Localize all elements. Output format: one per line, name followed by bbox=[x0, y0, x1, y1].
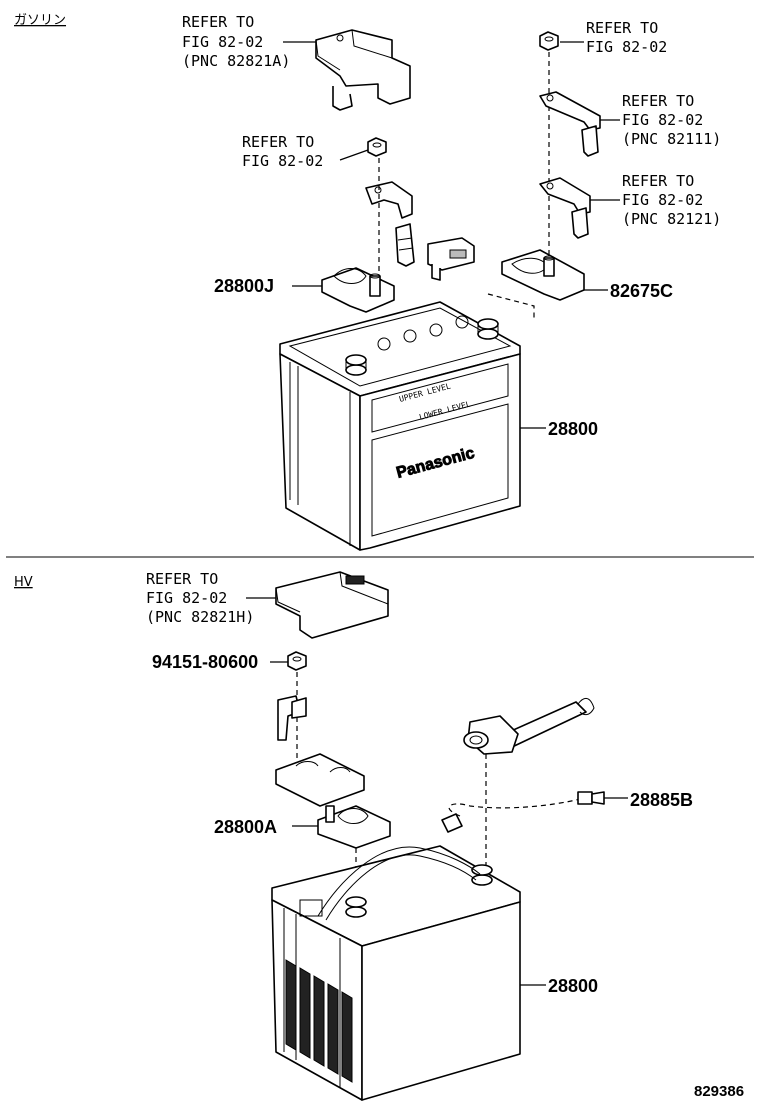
nut-94151-80600 bbox=[287, 651, 307, 671]
part-number-82675c: 82675C bbox=[610, 281, 673, 301]
callout-82121-line1: REFER TO bbox=[622, 172, 694, 190]
callout-top-cover-line2: FIG 82-02 bbox=[182, 33, 263, 51]
battery-cable-hv bbox=[463, 698, 595, 755]
callout-28800j: 28800J bbox=[214, 276, 322, 296]
callout-top-cover-line1: REFER TO bbox=[182, 13, 254, 31]
battery-terminal-cover-top bbox=[315, 29, 411, 111]
callout-82111-line2: FIG 82-02 bbox=[622, 111, 703, 129]
callout-82121-line3: (PNC 82121) bbox=[622, 210, 721, 228]
callout-82111: REFER TO FIG 82-02 (PNC 82111) bbox=[600, 92, 721, 148]
section-label-gasoline: ガソリン bbox=[14, 13, 66, 28]
part-number-28800j: 28800J bbox=[214, 276, 274, 296]
terminal-bracket-hv bbox=[275, 695, 365, 807]
callout-battery-top: 28800 bbox=[520, 419, 598, 439]
battery-28800-top bbox=[279, 301, 521, 551]
terminal-clamp-bracket-top-left bbox=[365, 181, 415, 267]
callout-82111-line3: (PNC 82111) bbox=[622, 130, 721, 148]
part-number-28800a: 28800A bbox=[214, 817, 277, 837]
nut-top-left bbox=[367, 137, 387, 157]
callout-hv-cover-line1: REFER TO bbox=[146, 570, 218, 588]
callout-nut-left-line1: REFER TO bbox=[242, 133, 314, 151]
part-number-28800-top: 28800 bbox=[548, 419, 598, 439]
part-number-28800-hv: 28800 bbox=[548, 976, 598, 996]
part-number-94151-80600: 94151-80600 bbox=[152, 652, 258, 672]
callout-nut-left-line2: FIG 82-02 bbox=[242, 152, 323, 170]
callout-top-cover: REFER TO FIG 82-02 (PNC 82821A) bbox=[182, 13, 316, 70]
vent-hose-28885b bbox=[441, 791, 605, 833]
callout-nut-left: REFER TO FIG 82-02 bbox=[242, 133, 369, 170]
terminal-28800a bbox=[317, 805, 391, 849]
callout-nut-right: REFER TO FIG 82-02 bbox=[560, 19, 667, 56]
callout-82121-line2: FIG 82-02 bbox=[622, 191, 703, 209]
bracket-82121 bbox=[539, 177, 591, 239]
callout-top-cover-line3: (PNC 82821A) bbox=[182, 52, 290, 70]
bracket-82111 bbox=[539, 91, 601, 157]
callout-82675c: 82675C bbox=[584, 281, 673, 301]
terminal-28800j bbox=[321, 267, 395, 313]
part-number-28885b: 28885B bbox=[630, 790, 693, 810]
callout-hv-cover: REFER TO FIG 82-02 (PNC 82821H) bbox=[146, 570, 276, 626]
callout-82121: REFER TO FIG 82-02 (PNC 82121) bbox=[590, 172, 721, 228]
battery-28800-hv bbox=[271, 845, 521, 1101]
callout-nut-right-line2: FIG 82-02 bbox=[586, 38, 667, 56]
callout-nut-right-line1: REFER TO bbox=[586, 19, 658, 37]
terminal-clip-top bbox=[427, 237, 475, 281]
dashed-guide-82675c bbox=[487, 293, 535, 320]
callout-28885b: 28885B bbox=[604, 790, 693, 810]
callout-hv-cover-line2: FIG 82-02 bbox=[146, 589, 227, 607]
callout-28800a: 28800A bbox=[214, 817, 318, 837]
battery-terminal-cover-hv bbox=[275, 571, 389, 639]
section-label-hv: HV bbox=[14, 575, 33, 590]
callout-battery-hv: 28800 bbox=[520, 976, 598, 996]
figure-number: 829386 bbox=[694, 1083, 744, 1100]
terminal-82675c bbox=[501, 249, 585, 301]
nut-top-right bbox=[539, 31, 559, 51]
callout-nut-hv: 94151-80600 bbox=[152, 652, 288, 672]
callout-82111-line1: REFER TO bbox=[622, 92, 694, 110]
callout-hv-cover-line3: (PNC 82821H) bbox=[146, 608, 254, 626]
